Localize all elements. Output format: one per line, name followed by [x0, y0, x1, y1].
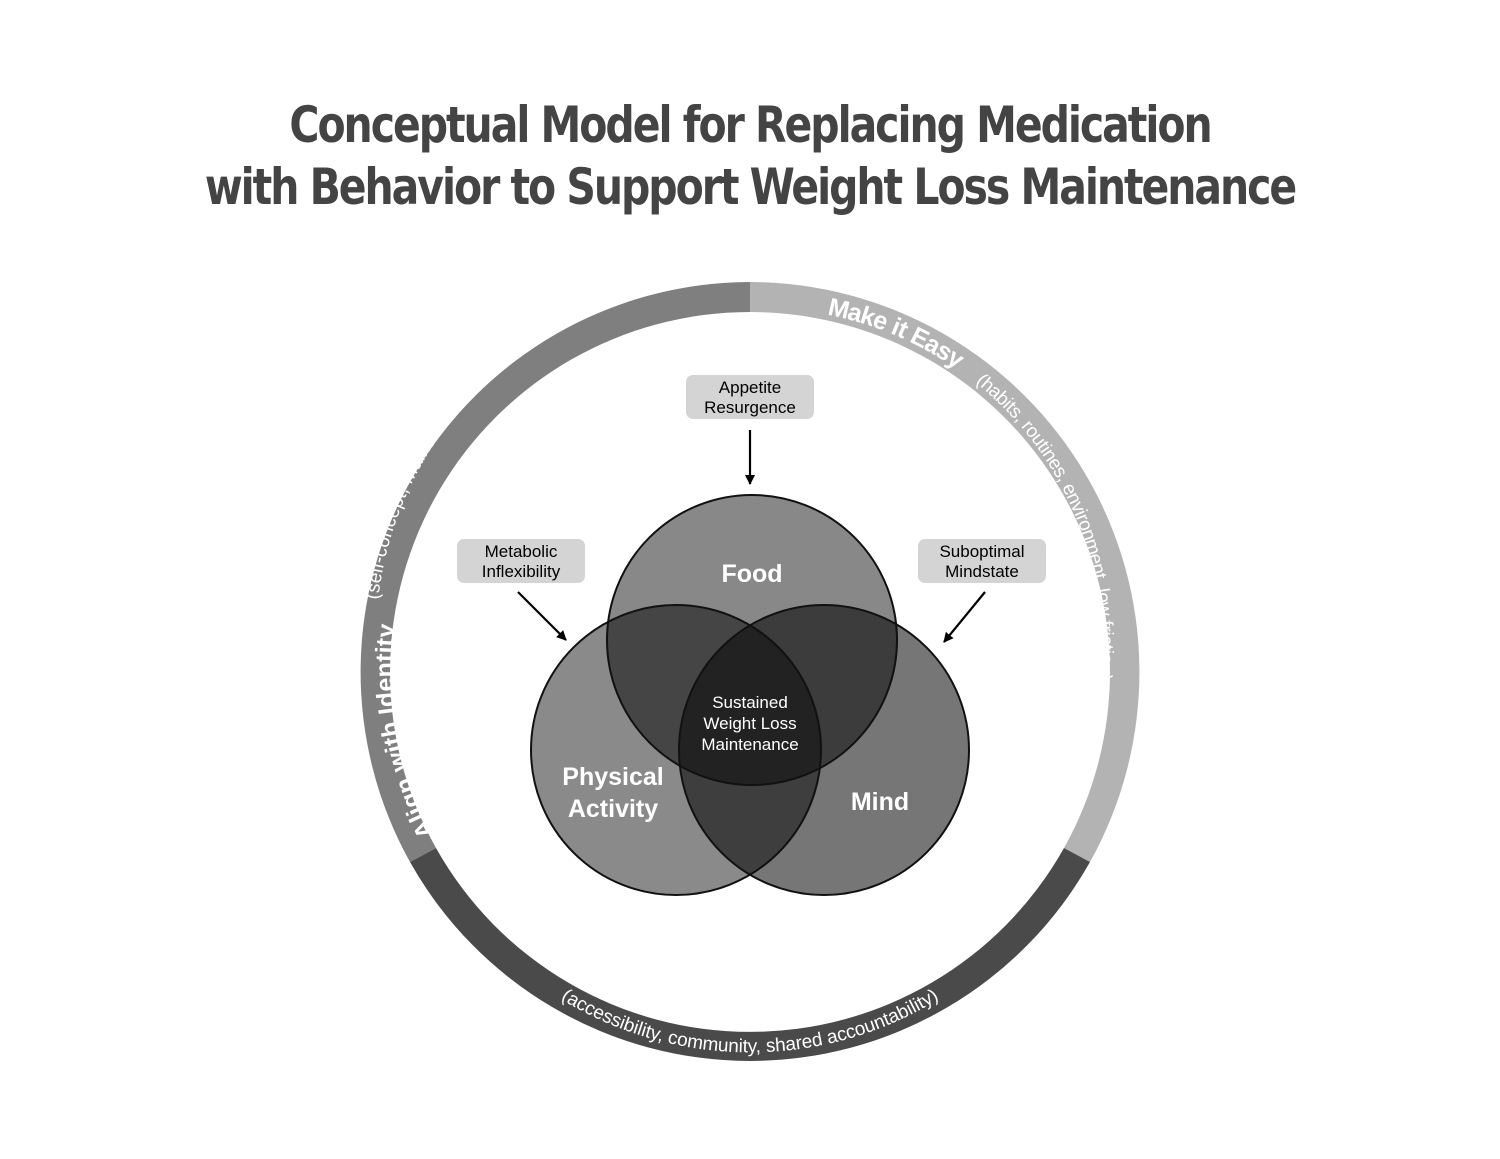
ring-segment-social [410, 848, 1090, 1061]
mind-outline [678, 604, 970, 896]
barrier-mindstate-box [918, 539, 1046, 583]
barrier-mindstate: Suboptimal Mindstate [918, 539, 1046, 643]
ring-segment-easy [750, 282, 1140, 862]
barrier-metabolic-line1: Metabolic [485, 542, 558, 561]
barrier-appetite: Appetite Resurgence [686, 375, 814, 485]
center-overlap [679, 605, 821, 785]
title-line-1: Conceptual Model for Replacing Medicatio… [289, 96, 1212, 154]
ring-identity-label: Align with Identity [371, 623, 441, 844]
barrier-metabolic-box [457, 539, 585, 583]
title-line-2: with Behavior to Support Weight Loss Mai… [204, 158, 1297, 216]
barrier-appetite-line2: Resurgence [704, 398, 796, 417]
ring-easy-detail: (habits, routines, environment, low fric… [972, 370, 1116, 681]
food-outline [606, 494, 898, 786]
ring-easy-label: Make it Easy [826, 293, 970, 374]
barrier-mindstate-arrow [943, 591, 986, 643]
barrier-metabolic: Metabolic Inflexibility [457, 539, 585, 641]
food-label: Food [721, 560, 782, 588]
center-label-line2: Weight Loss [703, 714, 796, 733]
barrier-metabolic-line2: Inflexibility [482, 562, 561, 581]
ring-social-detail: (accessibility, community, shared accoun… [558, 985, 942, 1057]
ring-segment-identity [360, 282, 750, 862]
venn-diagram: Food Physical Activity Mind Sustained We… [530, 494, 970, 896]
activity-outline [530, 604, 822, 896]
physical-activity-label-line2: Activity [568, 795, 658, 823]
barrier-metabolic-arrow [517, 591, 567, 641]
barrier-mindstate-line1: Suboptimal [939, 542, 1024, 561]
center-label-line3: Maintenance [701, 735, 798, 754]
mind-label: Mind [851, 788, 909, 816]
barrier-appetite-box [686, 375, 814, 419]
barrier-appetite-line1: Appetite [719, 378, 781, 397]
barrier-mindstate-line2: Mindstate [945, 562, 1019, 581]
physical-activity-label-line1: Physical [562, 763, 663, 791]
center-label-line1: Sustained [712, 693, 788, 712]
